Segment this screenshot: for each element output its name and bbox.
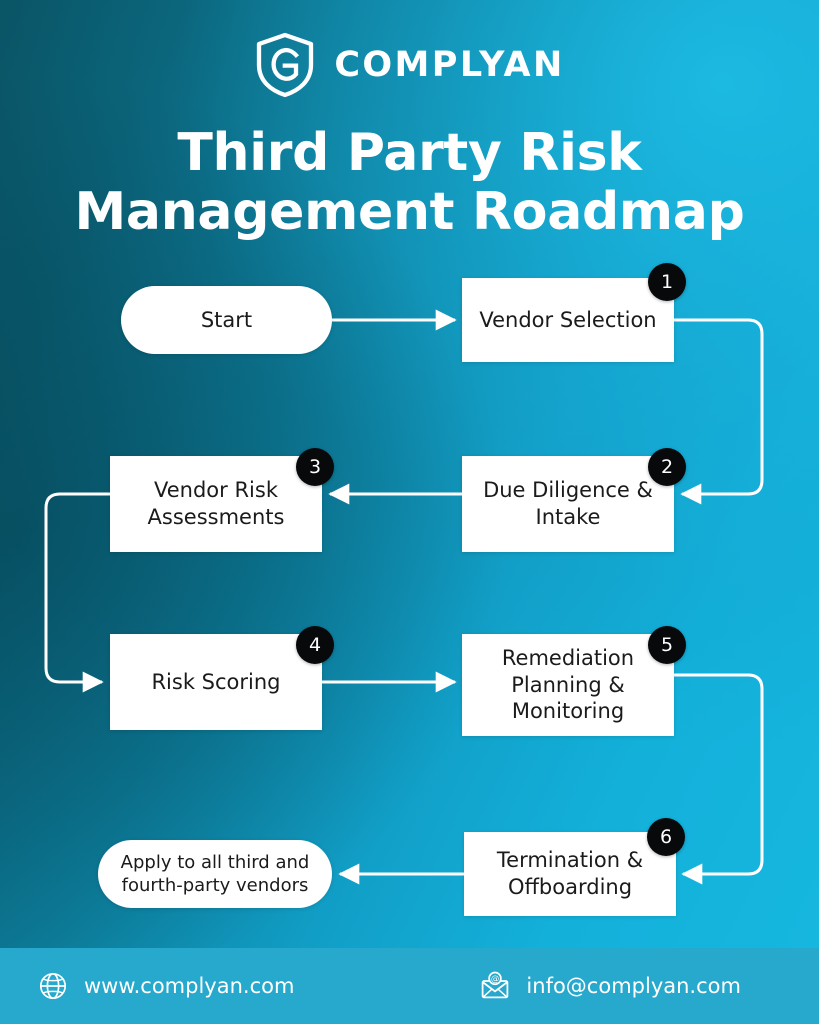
flow-node-due-diligence[interactable]: Due Diligence & Intake <box>462 456 674 552</box>
flow-node-termination-label: Termination & Offboarding <box>496 848 644 899</box>
flow-node-vendor-selection-label: Vendor Selection <box>479 307 657 332</box>
shield-c-icon <box>254 32 316 98</box>
globe-icon <box>38 971 68 1001</box>
flow-node-termination[interactable]: Termination & Offboarding <box>464 832 676 916</box>
footer-website[interactable]: www.complyan.com <box>38 971 294 1001</box>
flow-node-vendor-selection[interactable]: Vendor Selection <box>462 278 674 362</box>
step-badge-1: 1 <box>648 263 686 301</box>
footer-bar: www.complyan.com @ info@complyan.com <box>0 948 819 1024</box>
flow-node-remediation[interactable]: Remediation Planning & Monitoring <box>462 634 674 736</box>
step-badge-3-number: 3 <box>308 456 322 478</box>
step-badge-3: 3 <box>296 448 334 486</box>
flow-node-vendor-risk-assessments-label: Vendor Risk Assessments <box>147 478 285 529</box>
flow-node-due-diligence-label: Due Diligence & Intake <box>483 478 653 529</box>
footer-email[interactable]: @ info@complyan.com <box>480 971 741 1001</box>
step-badge-2: 2 <box>648 448 686 486</box>
flow-node-risk-scoring-label: Risk Scoring <box>151 669 281 694</box>
flow-node-start-label: Start <box>200 307 253 332</box>
page-title-line-2: Management Roadmap <box>74 182 745 243</box>
page-title-line-1: Third Party Risk <box>177 123 642 183</box>
flow-node-apply-all-label: Apply to all third and fourth-party vend… <box>120 851 310 896</box>
page-title: Third Party Risk Management Roadmap <box>50 123 769 243</box>
step-badge-2-number: 2 <box>660 456 674 478</box>
step-badge-4-number: 4 <box>308 634 322 656</box>
flow-node-risk-scoring[interactable]: Risk Scoring <box>110 634 322 730</box>
step-badge-6-number: 6 <box>659 826 673 848</box>
step-badge-6: 6 <box>647 818 685 856</box>
step-badge-1-number: 1 <box>660 271 674 293</box>
envelope-at-icon: @ <box>480 971 510 1001</box>
svg-text:@: @ <box>491 974 499 984</box>
footer-website-text: www.complyan.com <box>84 974 295 998</box>
brand-header: COMPLYAN <box>0 32 819 98</box>
flow-node-start[interactable]: Start <box>121 286 332 354</box>
flow-node-apply-all[interactable]: Apply to all third and fourth-party vend… <box>98 840 332 908</box>
flow-node-vendor-risk-assessments[interactable]: Vendor Risk Assessments <box>110 456 322 552</box>
step-badge-4: 4 <box>296 626 334 664</box>
step-badge-5: 5 <box>648 626 686 664</box>
flow-node-remediation-label: Remediation Planning & Monitoring <box>501 645 635 724</box>
step-badge-5-number: 5 <box>660 634 674 656</box>
brand-name: COMPLYAN <box>334 45 565 85</box>
footer-email-text: info@complyan.com <box>526 974 741 998</box>
